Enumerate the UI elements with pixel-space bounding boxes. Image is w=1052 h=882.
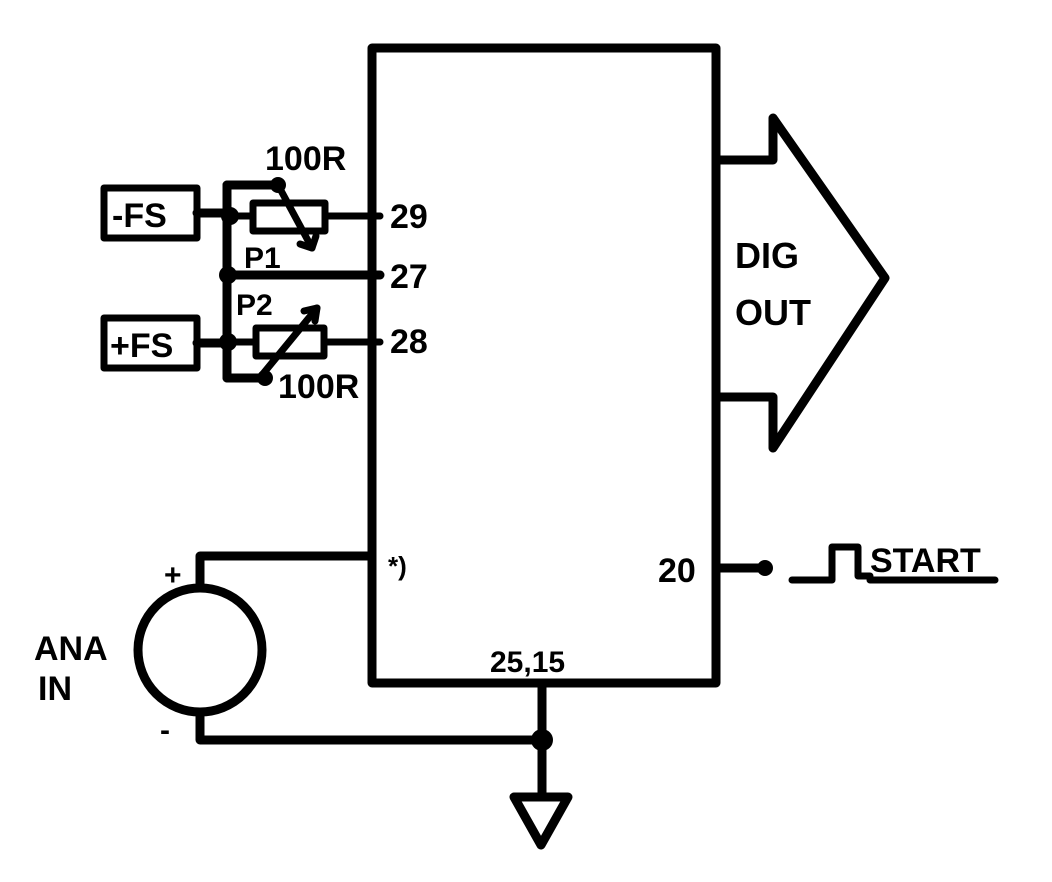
- p1-adjust-arrow: [274, 181, 316, 252]
- pin-20-label: 20: [658, 552, 696, 590]
- ground-junction: [531, 729, 553, 751]
- ana-in-label-line2: IN: [38, 670, 72, 708]
- start-pulse-waveform: [788, 543, 874, 584]
- source-plus-label: +: [164, 559, 182, 592]
- bottom-resistor-label: 100R: [278, 368, 359, 406]
- start-label: START: [870, 542, 981, 580]
- p2-arrowhead: [300, 304, 321, 325]
- ground-symbol: [509, 792, 573, 850]
- p2-label: P2: [236, 289, 273, 322]
- p2-adjust-arrow: [258, 304, 321, 379]
- pos-fs-label: +FS: [110, 327, 173, 365]
- analog-input-source: [133, 583, 267, 717]
- pin-input-label: *): [388, 551, 407, 581]
- start-junction: [757, 560, 773, 576]
- pin-gnd-label: 25,15: [490, 646, 565, 679]
- source-minus-label: -: [160, 714, 170, 747]
- neg-fs-label: -FS: [112, 197, 167, 235]
- top-resistor-label: 100R: [265, 140, 346, 178]
- pin-27-label: 27: [390, 258, 428, 296]
- pin-28-label: 28: [390, 323, 428, 361]
- pin-29-label: 29: [390, 198, 428, 236]
- dig-out-label-line1: DIG: [735, 235, 799, 276]
- ana-in-label-line1: ANA: [34, 630, 108, 668]
- junction-pos-fs: [219, 333, 237, 351]
- p1-arrowhead: [296, 232, 320, 252]
- bottom-wiper-junction: [257, 370, 273, 386]
- analog-input-wire: [195, 551, 377, 593]
- dig-out-label-line2: OUT: [735, 292, 811, 333]
- digital-output-arrow: [711, 113, 890, 453]
- ground-return-wire: [195, 707, 550, 745]
- p1-label: P1: [244, 242, 281, 275]
